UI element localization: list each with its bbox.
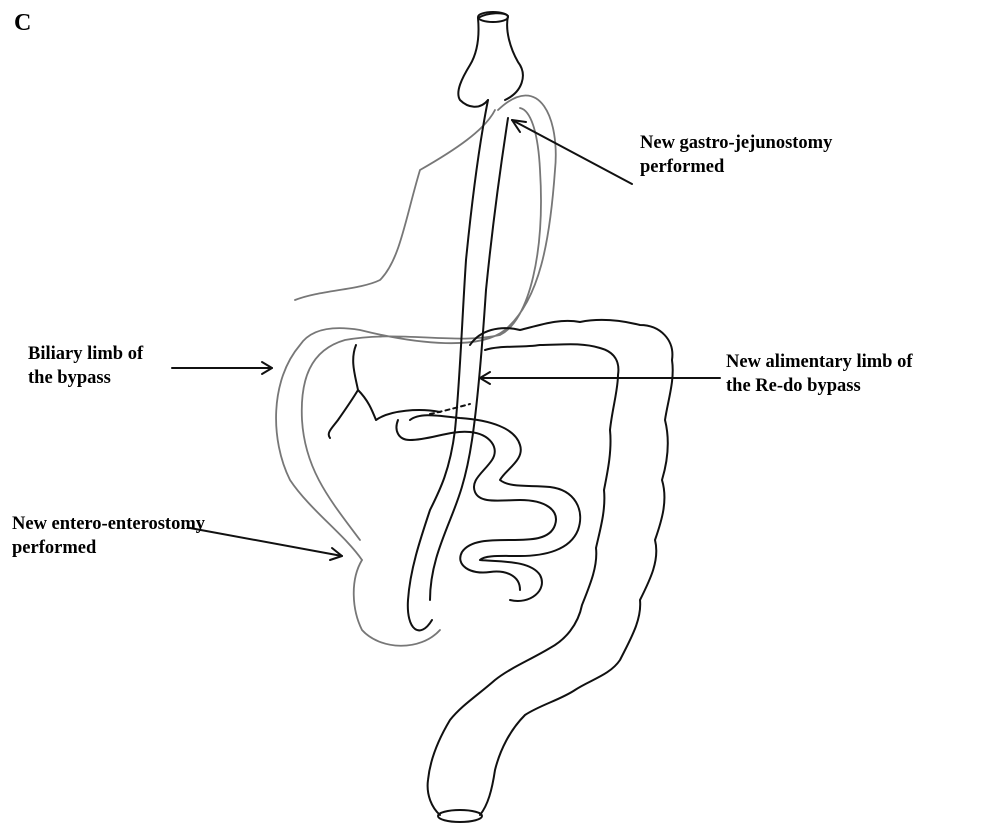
arrow-gastrojejunostomy [512,120,632,184]
small-bowel-loops [397,415,581,601]
label-alimentary-limb: New alimentary limb of the Re-do bypass [726,350,913,398]
arrow-enteroenterostomy [190,528,342,560]
label-line: performed [640,155,832,179]
arrow-biliary-limb [172,362,272,374]
esophagus [458,13,523,107]
arrow-alimentary-limb [480,372,720,384]
label-biliary-limb: Biliary limb of the bypass [28,342,143,390]
duodenum [329,345,440,438]
label-line: the bypass [28,366,143,390]
label-enteroenterostomy: New entero-enterostomy performed [12,512,205,560]
label-line: the Re-do bypass [726,374,913,398]
label-line: performed [12,536,205,560]
label-line: Biliary limb of [28,342,143,366]
alimentary-limb [408,100,508,630]
label-line: New gastro-jejunostomy [640,131,832,155]
colon-end-opening [438,810,482,822]
anastomosis-dashed-line [430,404,470,414]
stomach-remnant-outline [276,95,556,560]
label-line: New alimentary limb of [726,350,913,374]
label-line: New entero-enterostomy [12,512,205,536]
biliary-limb [354,560,440,646]
label-gastrojejunostomy: New gastro-jejunostomy performed [640,131,832,179]
